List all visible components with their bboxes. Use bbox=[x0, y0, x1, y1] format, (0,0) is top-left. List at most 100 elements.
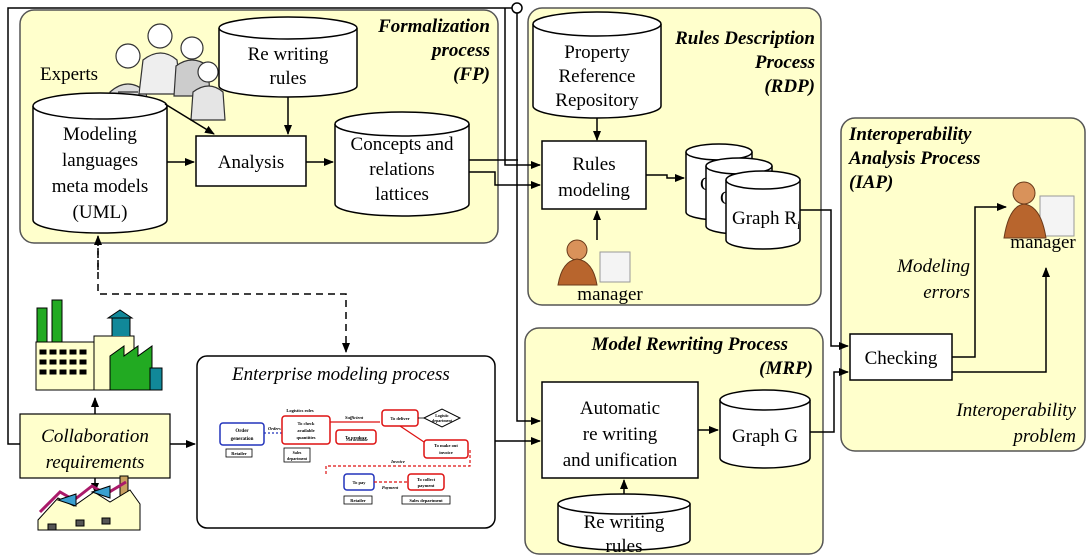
arrow-graphr-checking bbox=[800, 209, 849, 350]
pm-to-collect-2: payment bbox=[418, 483, 435, 488]
property-repo-line3: Repository bbox=[555, 90, 639, 111]
modeling-languages-line3: meta models bbox=[52, 176, 149, 197]
pm-order-generation-2: generation bbox=[231, 437, 254, 442]
automatic-line1: Automatic bbox=[580, 398, 660, 419]
pm-logistic-1: Logistic bbox=[435, 413, 449, 418]
pm-logistic-2: department bbox=[432, 418, 453, 423]
property-repository-db: Property Reference Repository bbox=[532, 11, 662, 119]
pm-not-available: Not available bbox=[345, 437, 368, 442]
pm-logistic-diamond bbox=[422, 408, 462, 428]
arrow-checking-problem bbox=[952, 267, 1050, 373]
automatic-line3: and unification bbox=[563, 450, 678, 471]
rewriting-rules-mrp-line2: rules bbox=[606, 536, 643, 557]
rewriting-rules-fp-line1: Re writing bbox=[248, 44, 329, 65]
rewriting-rules-fp-line2: rules bbox=[270, 68, 307, 89]
checking-box bbox=[849, 333, 953, 381]
experts-label: Experts bbox=[40, 64, 98, 85]
checking-label: Checking bbox=[865, 348, 938, 369]
fp-title: Formalization process (FP) bbox=[377, 16, 490, 85]
pm-invoice-label: Invoice bbox=[390, 459, 405, 464]
modeling-errors-line2: errors bbox=[923, 282, 970, 303]
mrp-title-line1: Model Rewriting Process bbox=[591, 334, 788, 355]
pm-sales-dep1-1: Sales bbox=[293, 450, 302, 455]
mrp-title: Model Rewriting Process (MRP) bbox=[591, 334, 813, 379]
pm-to-check-box bbox=[281, 415, 331, 445]
pm-to-check-3: quantities bbox=[296, 435, 315, 440]
graph-g-label: Graph G bbox=[732, 426, 798, 447]
pm-to-deliver: To deliver bbox=[390, 416, 409, 421]
emp-title: Enterprise modeling process bbox=[231, 364, 450, 385]
pm-invoice-2: invoice bbox=[439, 450, 453, 455]
modeling-languages-line2: languages bbox=[62, 150, 138, 171]
pm-logistics-roles: Logistics roles bbox=[286, 408, 314, 413]
interop-problem-line1: Interoperability bbox=[955, 400, 1076, 421]
analysis-label: Analysis bbox=[218, 152, 285, 173]
pm-to-check-1: To check bbox=[298, 421, 315, 426]
pm-sales-dep-2: Sales department bbox=[409, 498, 443, 503]
concepts-line2: relations bbox=[369, 159, 434, 180]
pm-order-generation-1: Order bbox=[235, 429, 249, 434]
pm-deliver-invoice-flow bbox=[399, 425, 425, 443]
plant-icon bbox=[37, 475, 141, 531]
modeling-errors-line1: Modeling bbox=[896, 256, 970, 277]
pm-to-collect-1: To collect bbox=[417, 477, 436, 482]
rules-modeling-line2: modeling bbox=[558, 180, 630, 201]
pm-to-produce-box bbox=[335, 429, 377, 445]
pm-orders: Orders bbox=[268, 426, 281, 431]
arrow-rules-graph bbox=[646, 174, 685, 182]
arrow-checking-errors bbox=[952, 203, 1007, 358]
pm-to-produce: To produce bbox=[345, 435, 367, 440]
arrow-junction-automatic bbox=[516, 13, 541, 425]
rules-modeling-box bbox=[541, 140, 647, 210]
modeling-languages-line4: (UML) bbox=[73, 202, 128, 223]
iap-title: Interoperability Analysis Process (IAP) bbox=[848, 124, 980, 193]
concepts-line3: lattices bbox=[375, 184, 429, 205]
graph-g-db: Graph G bbox=[719, 389, 811, 469]
rewriting-rules-fp-db: Re writing rules bbox=[218, 16, 358, 98]
rules-modeling-line1: Rules bbox=[572, 154, 615, 175]
mrp-title-line2: (MRP) bbox=[759, 358, 813, 379]
pm-sufficient: Sufficient bbox=[345, 415, 364, 420]
process-model: Order generation Retailer Orders Logisti… bbox=[219, 408, 471, 505]
pm-retailer-2: Retailer bbox=[350, 498, 366, 503]
fp-title-line2: process bbox=[430, 40, 490, 61]
concepts-db: Concepts and relations lattices bbox=[334, 111, 470, 217]
iap-title-line2: Analysis Process bbox=[848, 148, 980, 169]
manager-rdp-label: manager bbox=[577, 284, 643, 305]
dashed-languages-emp bbox=[97, 236, 350, 353]
modeling-languages-line1: Modeling bbox=[63, 124, 137, 145]
fp-title-line3: (FP) bbox=[453, 64, 490, 85]
rewriting-rules-mrp-line1: Re writing bbox=[584, 512, 665, 533]
pm-sales-dep1-2: department bbox=[287, 456, 308, 461]
factory-icon bbox=[35, 299, 163, 391]
analysis-box bbox=[195, 135, 307, 187]
pm-invoice-1: To make out bbox=[434, 443, 458, 448]
interop-problem-line2: problem bbox=[1011, 426, 1076, 447]
line-top-left-loop bbox=[7, 7, 512, 445]
graph-ri-label: Graph Ri bbox=[732, 208, 801, 232]
pm-invoice-flow bbox=[325, 450, 471, 474]
pm-to-check-2: available bbox=[297, 428, 314, 433]
fp-title-line1: Formalization bbox=[377, 16, 490, 37]
manager-iap-label: manager bbox=[1010, 232, 1076, 253]
rdp-title: Rules Description Process (RDP) bbox=[674, 28, 815, 97]
arrow-concepts-rules bbox=[469, 171, 541, 189]
collaboration-line1: Collaboration bbox=[41, 426, 149, 447]
arrow-graphg-checking bbox=[810, 368, 849, 433]
iap-title-line3: (IAP) bbox=[849, 172, 893, 193]
property-repo-line2: Reference bbox=[559, 66, 636, 87]
pm-invoice-box bbox=[423, 439, 469, 459]
modeling-languages-db: Modeling languages meta models (UML) bbox=[32, 92, 168, 234]
pm-payment: Payment bbox=[382, 485, 399, 490]
junction-node bbox=[511, 2, 523, 14]
iap-title-line1: Interoperability bbox=[848, 124, 972, 145]
rewriting-rules-mrp-db: Re writing rules bbox=[557, 493, 691, 557]
arrow-experts-analysis bbox=[164, 103, 215, 135]
graph-ri-stack: G G Graph Ri bbox=[685, 143, 801, 250]
pm-to-collect-box bbox=[407, 473, 445, 491]
pm-retailer-1: Retailer bbox=[231, 451, 247, 456]
rdp-title-line1: Rules Description bbox=[674, 28, 815, 49]
concepts-line1: Concepts and bbox=[351, 134, 454, 155]
rdp-title-line3: (RDP) bbox=[764, 76, 815, 97]
